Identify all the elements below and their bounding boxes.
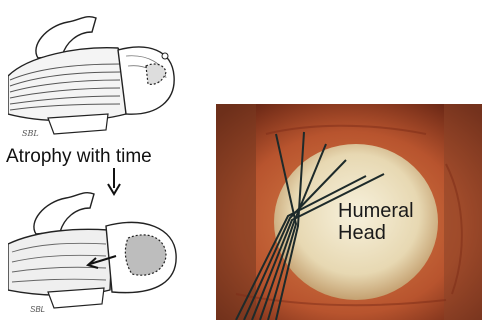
tendon-atrophy-illustration-bottom: SBL bbox=[8, 186, 208, 318]
humeral-head-label-line1: Humeral bbox=[338, 200, 414, 222]
humeral-head-label-line2: Head bbox=[338, 222, 414, 244]
signature-top: SBL bbox=[22, 129, 39, 138]
atrophy-caption: Atrophy with time bbox=[6, 146, 206, 168]
humeral-head-label: Humeral Head bbox=[338, 200, 414, 244]
signature-bottom: SBL bbox=[30, 305, 45, 314]
tendon-tear-illustration-top: SBL bbox=[8, 6, 208, 140]
